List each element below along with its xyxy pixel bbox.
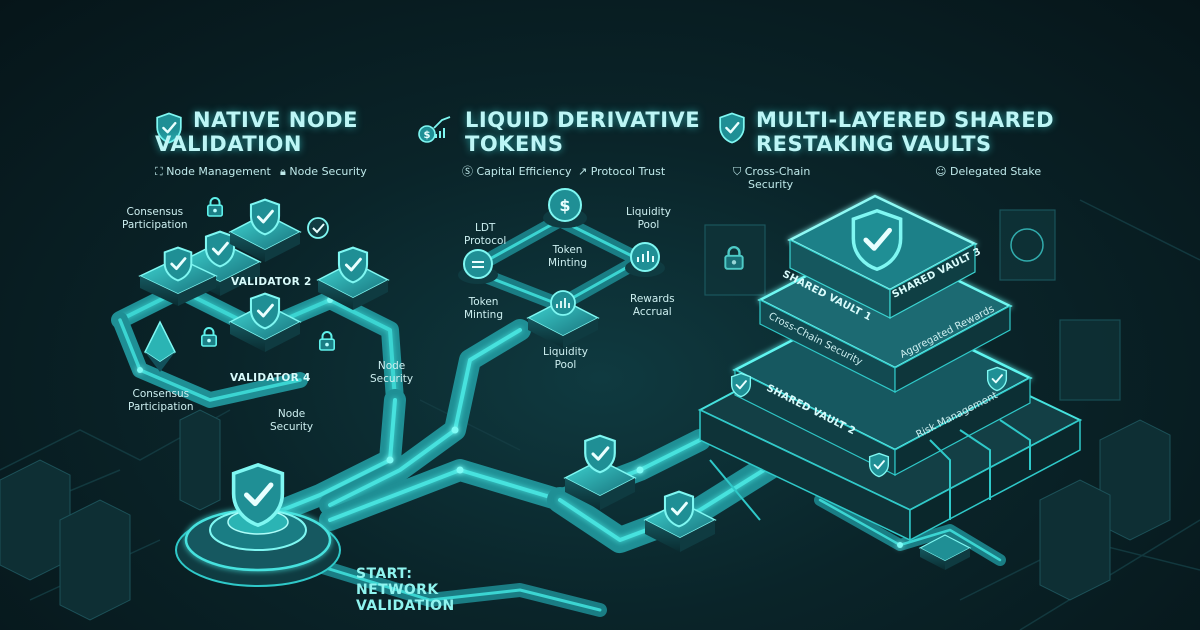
capital-efficiency-tag: Ⓢ Capital Efficiency (462, 165, 572, 178)
path-nodes (137, 297, 903, 548)
shield-icon (163, 246, 193, 282)
trend-icon: ↗ (578, 165, 588, 178)
native-title-line2: VALIDATION (155, 132, 302, 156)
dollar-growth-icon: $ (418, 114, 452, 144)
protocol-trust-tag: ↗ Protocol Trust (578, 165, 666, 178)
coin-token-node (458, 249, 498, 284)
liquidity-pool-tile (526, 290, 600, 348)
token-minting-label-a: Token Minting (548, 244, 587, 269)
pyramid-node (144, 320, 176, 372)
start-shield-icon (234, 465, 283, 525)
shield-icon (204, 230, 236, 268)
pool-chart-node (625, 242, 665, 277)
shared-title-line1: MULTI-LAYERED SHARED (756, 108, 1055, 132)
flow-shield-tiles (563, 434, 972, 570)
validator-2-label: VALIDATOR 2 (231, 276, 312, 288)
vault-shield-icon (853, 211, 900, 269)
liquid-title-line1: LIQUID DERIVATIVE (465, 108, 701, 132)
coin-icon: Ⓢ (462, 165, 473, 178)
validator-cluster (138, 196, 390, 372)
ldt-protocol-label: LDT Protocol (464, 222, 507, 247)
lock-icon: 🔒︎ (280, 165, 286, 178)
validator-tile-2 (228, 198, 302, 262)
shield-icon (986, 366, 1008, 392)
shield-icon (868, 452, 890, 478)
svg-text:$: $ (424, 130, 431, 141)
validator-tile-5 (228, 292, 302, 352)
liquidity-pool-label-a: Liquidity Pool (626, 206, 671, 231)
svg-text:$: $ (559, 196, 570, 215)
shared-title-line2: RESTAKING VAULTS (756, 132, 992, 156)
validator-tile-4 (316, 246, 390, 310)
node-management-tag: ⛶ Node Management (155, 165, 271, 178)
shield-icon (249, 292, 281, 330)
person-icon: ☺ (935, 165, 947, 178)
cross-chain-tag-line2: Security (748, 178, 794, 191)
consensus-label-bottom: Consensus Participation (128, 388, 194, 413)
node-security-tag: 🔒︎ Node Security (280, 165, 367, 178)
shield-icon (730, 372, 752, 398)
token-minting-label-b: Token Minting (464, 296, 503, 321)
check-circle-icon (307, 217, 329, 239)
shield-icon (337, 246, 369, 284)
native-title-line1: NATIVE NODE (193, 108, 358, 132)
shield-icon (663, 490, 695, 528)
shield-icon (583, 434, 617, 474)
token-cluster: $ (458, 188, 665, 348)
node-security-label-a: Node Security (370, 360, 414, 385)
coin-dollar-node: $ (543, 188, 587, 228)
lock-icon (206, 196, 224, 218)
start-node (175, 465, 341, 587)
vault-tower (697, 194, 1083, 542)
validator-4-label: VALIDATOR 4 (230, 372, 311, 384)
shield-check-icon (718, 112, 746, 144)
shield-icon (249, 198, 281, 236)
cross-chain-tag: ⛉ Cross-Chain (733, 165, 811, 178)
liquid-title-line2: TOKENS (465, 132, 564, 156)
start-label-line3: VALIDATION (356, 598, 455, 614)
lock-icon (318, 330, 336, 352)
delegated-stake-tag: ☺ Delegated Stake (935, 165, 1042, 178)
background-panels (704, 209, 1121, 401)
lock-icon (200, 326, 218, 348)
network-icon: ⛶ (155, 165, 163, 178)
start-label-line2: NETWORK (356, 582, 439, 598)
liquidity-pool-label-b: Liquidity Pool (543, 346, 588, 371)
start-label-line1: START: (356, 566, 413, 582)
validator-tile-3 (138, 246, 218, 306)
node-security-label-b: Node Security (270, 408, 314, 433)
background-buildings (0, 409, 1171, 621)
rewards-accrual-label: Rewards Accrual (630, 293, 675, 318)
consensus-label-top: Consensus Participation (122, 206, 188, 231)
shield-small-icon: ⛉ (733, 165, 742, 178)
